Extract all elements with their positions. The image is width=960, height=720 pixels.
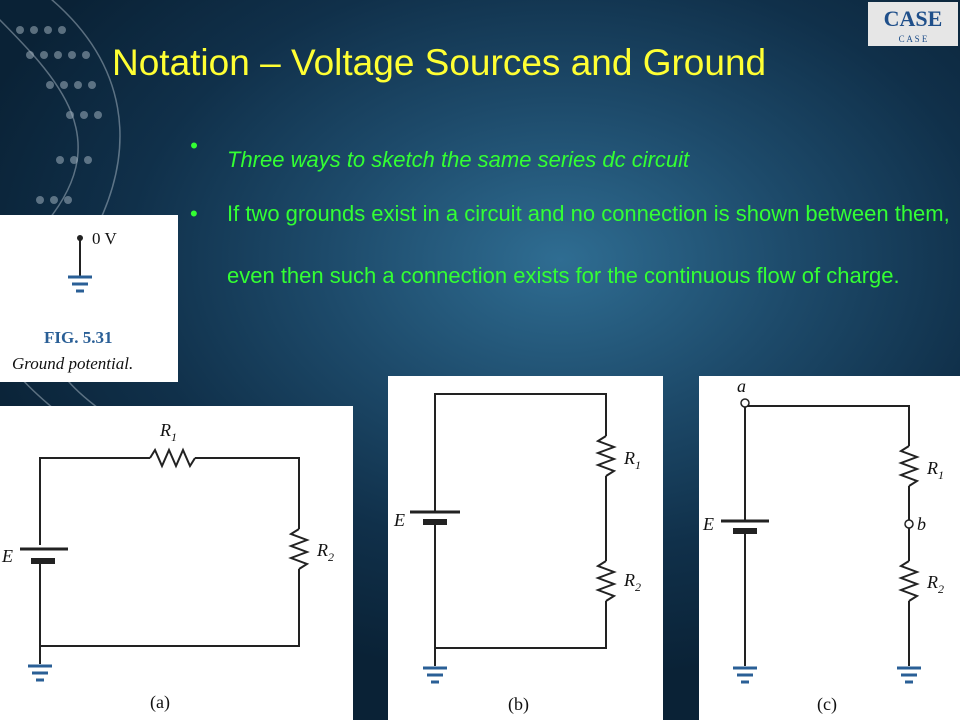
r2-label-a: R2	[316, 540, 334, 564]
circuit-b-panel: R1 R2 E (b)	[388, 376, 663, 720]
svg-text:CASE: CASE	[884, 6, 943, 31]
svg-text:C A S E: C A S E	[899, 34, 928, 44]
e-label-c: E	[702, 514, 714, 534]
bullet-item-2: • If two grounds exist in a circuit and …	[190, 183, 960, 307]
r2-label-b: R2	[623, 570, 641, 594]
zero-volt-label: 0 V	[92, 229, 117, 248]
bullet-item-1: • Three ways to sketch the same series d…	[190, 135, 960, 171]
fig-caption: Ground potential.	[12, 354, 133, 373]
circuit-c-panel: a b R1 R2 E (c)	[699, 376, 960, 720]
bullet-text-2: If two grounds exist in a circuit and no…	[227, 201, 950, 288]
circuit-a-panel: R1 R2 E (a)	[0, 406, 353, 720]
fig-ground-potential: 0 V FIG. 5.31 Ground potential.	[0, 215, 178, 382]
r1-label-a: R1	[159, 420, 177, 444]
case-logo: CASE C A S E	[868, 2, 958, 46]
e-label-a: E	[1, 546, 13, 566]
bullet-text-1: Three ways to sketch the same series dc …	[227, 147, 690, 172]
r1-label-c: R1	[926, 458, 944, 482]
bullet-mark: •	[190, 201, 198, 226]
r2-label-c: R2	[926, 572, 944, 596]
fig-number: FIG. 5.31	[44, 328, 112, 347]
ground-symbol-figure: 0 V FIG. 5.31 Ground potential.	[12, 229, 133, 373]
node-a-label: a	[737, 376, 746, 396]
e-label-b: E	[393, 510, 405, 530]
circuit-b: R1 R2 E (b)	[393, 393, 641, 715]
bullet-mark: •	[190, 133, 198, 158]
node-b-label: b	[917, 514, 926, 534]
caption-a: (a)	[150, 692, 170, 713]
circuit-a: R1 R2 E (a)	[1, 420, 334, 713]
caption-b: (b)	[508, 694, 529, 715]
bullet-list: • Three ways to sketch the same series d…	[190, 135, 960, 307]
caption-c: (c)	[817, 694, 837, 715]
slide-title: Notation – Voltage Sources and Ground	[112, 42, 767, 83]
circuit-c: a b R1 R2 E (c)	[702, 376, 944, 715]
r1-label-b: R1	[623, 448, 641, 472]
